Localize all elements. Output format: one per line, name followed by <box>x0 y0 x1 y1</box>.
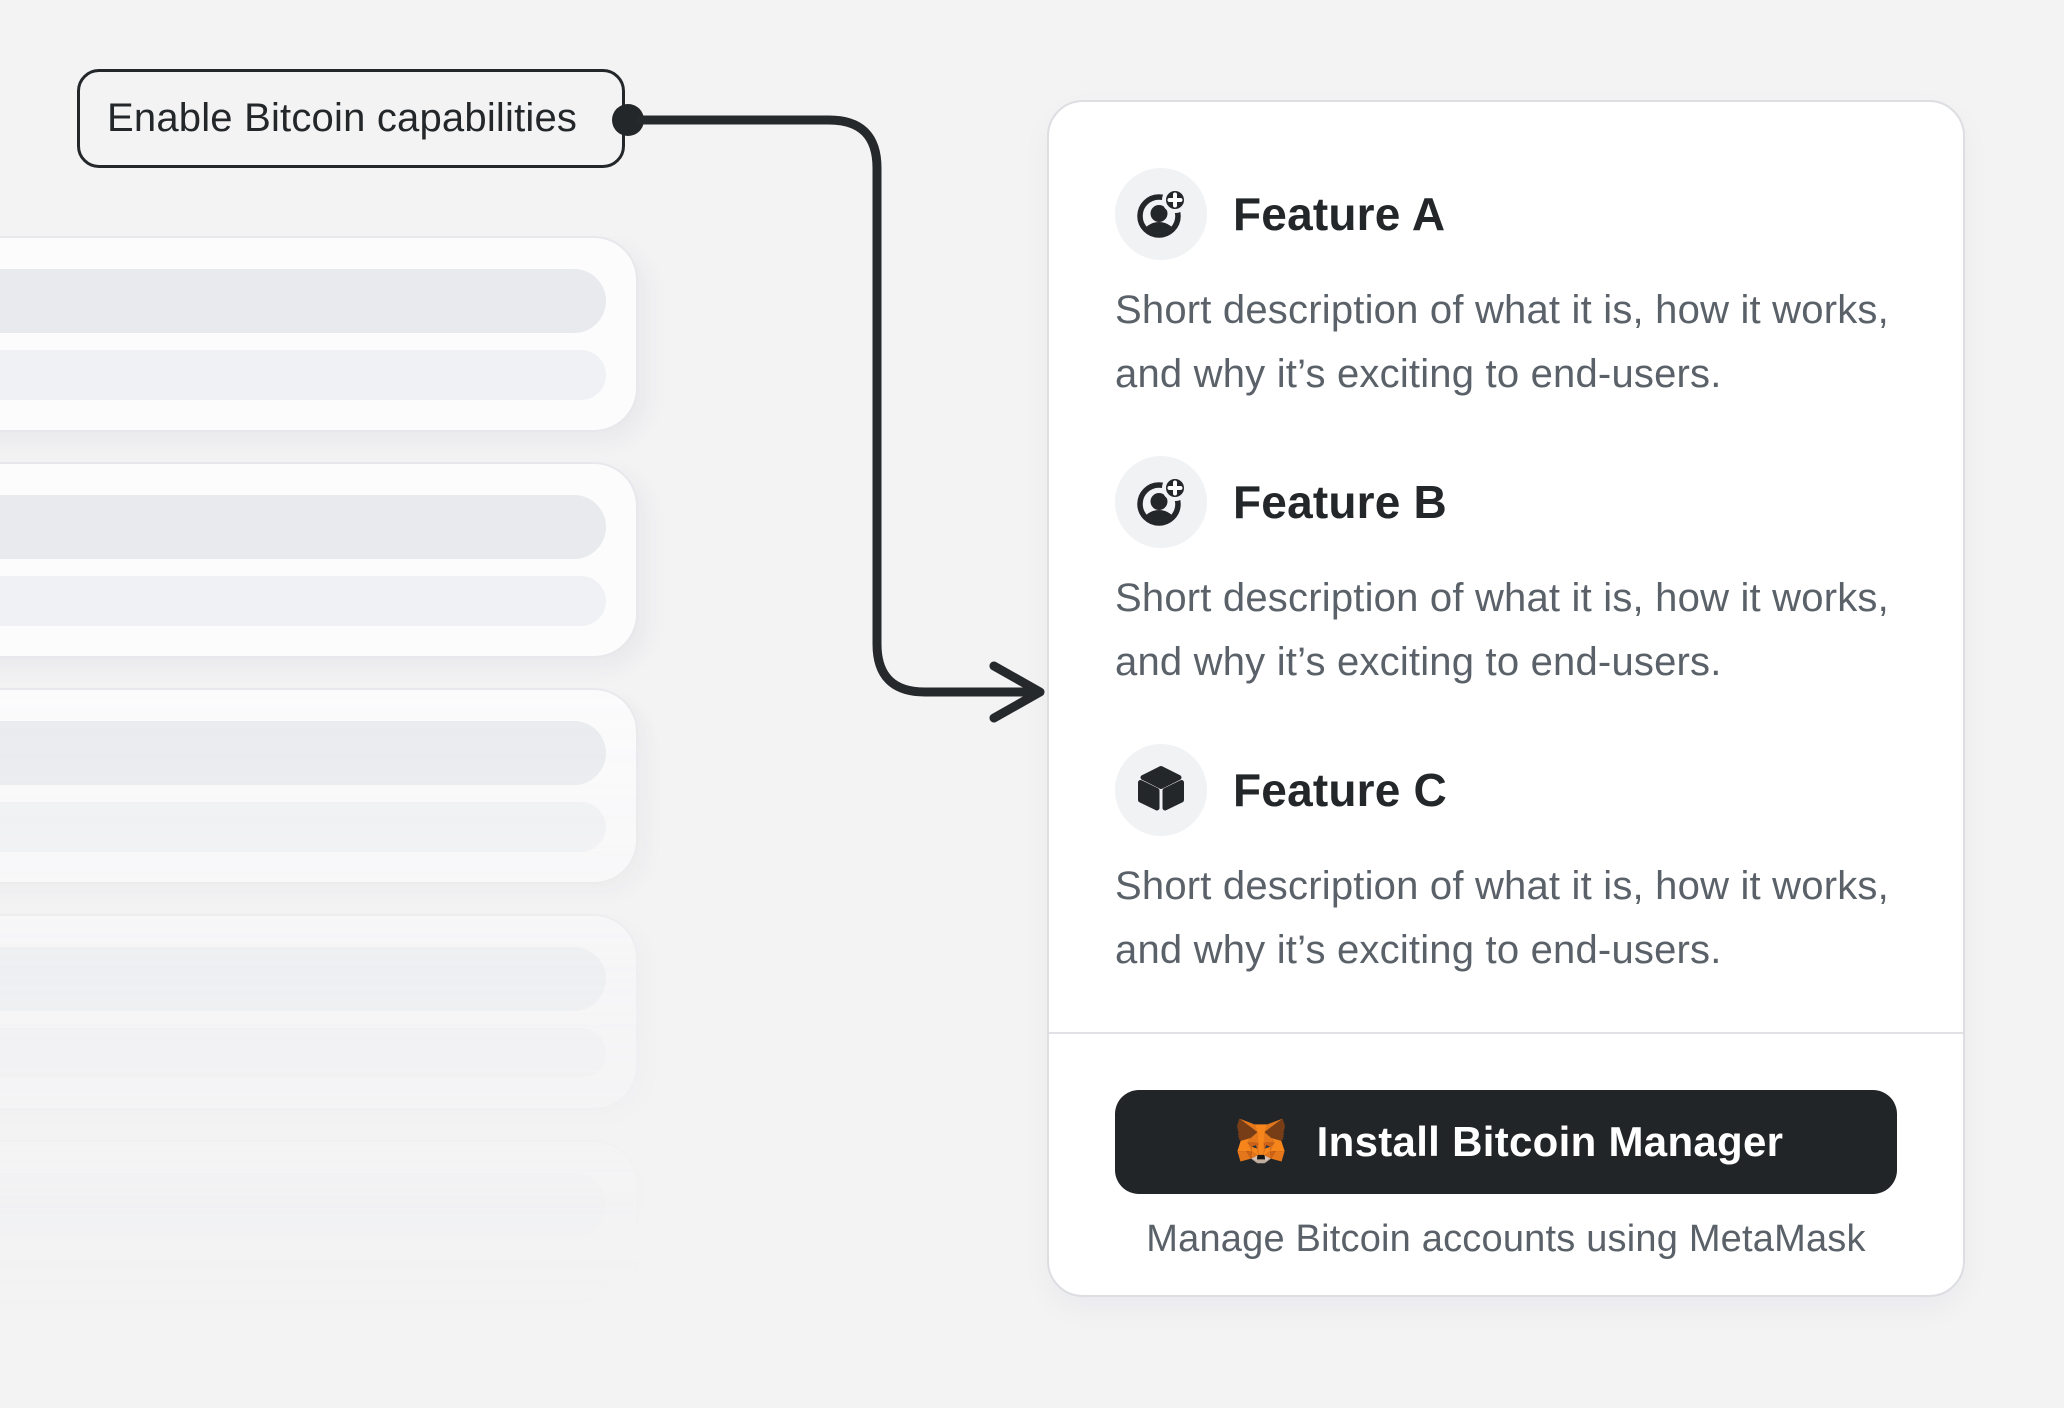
callout-label-text: Enable Bitcoin capabilities <box>107 96 578 140</box>
feature-card: Feature A Short description of what it i… <box>1047 100 1965 1297</box>
feature-header: Feature C <box>1115 744 1903 836</box>
skeleton-bar <box>0 802 606 852</box>
metamask-fox-icon <box>1229 1112 1293 1172</box>
install-caption: Manage Bitcoin accounts using MetaMask <box>1146 1218 1866 1260</box>
skeleton-bar <box>0 269 606 333</box>
skeleton-card <box>0 1140 638 1336</box>
skeleton-list <box>0 236 680 1376</box>
skeleton-card <box>0 462 638 658</box>
feature-description: Short description of what it is, how it … <box>1115 864 1889 972</box>
feature-title: Feature A <box>1233 188 1446 240</box>
feature-card-footer: Install Bitcoin Manager Manage Bitcoin a… <box>1049 1032 1963 1261</box>
cube-icon <box>1115 744 1207 836</box>
skeleton-bar <box>0 1173 606 1237</box>
skeleton-bar <box>0 1028 606 1078</box>
install-button-label: Install Bitcoin Manager <box>1316 1118 1784 1165</box>
skeleton-bar <box>0 721 606 785</box>
feature-header: Feature A <box>1115 168 1903 260</box>
skeleton-bar <box>0 350 606 400</box>
account-add-icon <box>1115 168 1207 260</box>
skeleton-card <box>0 236 638 432</box>
feature-item: Feature B Short description of what it i… <box>1115 456 1903 694</box>
arrowhead-icon <box>989 661 1045 723</box>
callout-label: Enable Bitcoin capabilities <box>77 69 625 168</box>
install-bitcoin-manager-button[interactable]: Install Bitcoin Manager <box>1115 1090 1897 1194</box>
skeleton-card <box>0 914 638 1110</box>
feature-card-main: Feature A Short description of what it i… <box>1049 102 1963 982</box>
feature-description: Short description of what it is, how it … <box>1115 288 1889 396</box>
feature-title: Feature B <box>1233 476 1447 528</box>
feature-header: Feature B <box>1115 456 1903 548</box>
skeleton-bar <box>0 495 606 559</box>
feature-title: Feature C <box>1233 764 1447 816</box>
feature-description: Short description of what it is, how it … <box>1115 576 1889 684</box>
feature-item: Feature C Short description of what it i… <box>1115 744 1903 982</box>
skeleton-bar <box>0 947 606 1011</box>
skeleton-bar <box>0 576 606 626</box>
account-add-icon <box>1115 456 1207 548</box>
skeleton-bar <box>0 1254 606 1304</box>
feature-item: Feature A Short description of what it i… <box>1115 168 1903 406</box>
skeleton-card <box>0 688 638 884</box>
